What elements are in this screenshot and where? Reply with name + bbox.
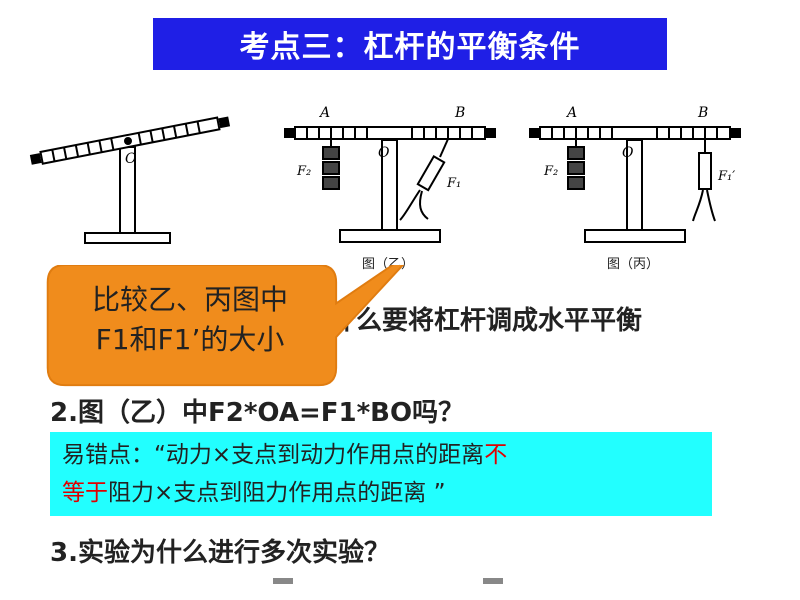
question-2: 2.图（乙）中F2*OA=F1*BO吗？ — [50, 398, 465, 428]
callout-line-2: F1和F1’的大小 — [95, 323, 285, 356]
yi-pivot-label: O — [378, 145, 390, 161]
decorative-dash-left — [273, 578, 293, 584]
bing-label-b: B — [697, 105, 708, 121]
callout-bubble — [46, 265, 405, 387]
slide-title: 考点三：杠杆的平衡条件 — [153, 18, 667, 70]
question-1: 什么要将杠杆调成水平平衡 — [330, 306, 643, 336]
yi-label-b: B — [454, 105, 465, 121]
lever-figures: O A B O F₂ F₁ — [29, 105, 741, 244]
figure-yi — [284, 126, 496, 243]
caption-bing: 图（丙） — [607, 257, 660, 272]
question-3: 3.实验为什么进行多次实验？ — [50, 538, 390, 568]
note-text-2: 阻力×支点到阻力作用点的距离 ” — [108, 480, 446, 506]
bing-f2-label: F₂ — [543, 164, 558, 179]
yi-label-a: A — [318, 105, 330, 121]
decorative-dash-right — [483, 578, 503, 584]
callout-text: 比较乙、丙图中 F1和F1’的大小 — [40, 280, 340, 360]
figure-jia — [29, 116, 231, 244]
yi-f1-label: F₁ — [446, 176, 461, 191]
bing-f1-label: F₁′ — [717, 169, 735, 184]
callout-line-1: 比较乙、丙图中 — [91, 283, 288, 316]
note-highlight-2: 等于 — [62, 480, 108, 506]
yi-f2-label: F₂ — [296, 164, 311, 179]
bing-label-a: A — [565, 105, 577, 121]
figure-bing — [529, 126, 741, 243]
mistake-note: 易错点：“动力×支点到动力作用点的距离不 等于阻力×支点到阻力作用点的距离 ” — [50, 432, 712, 516]
bing-pivot-label: O — [622, 145, 634, 161]
note-highlight-1: 不 — [484, 442, 508, 468]
note-text-1: 易错点：“动力×支点到动力作用点的距离 — [62, 442, 485, 468]
jia-pivot-label: O — [125, 151, 137, 167]
